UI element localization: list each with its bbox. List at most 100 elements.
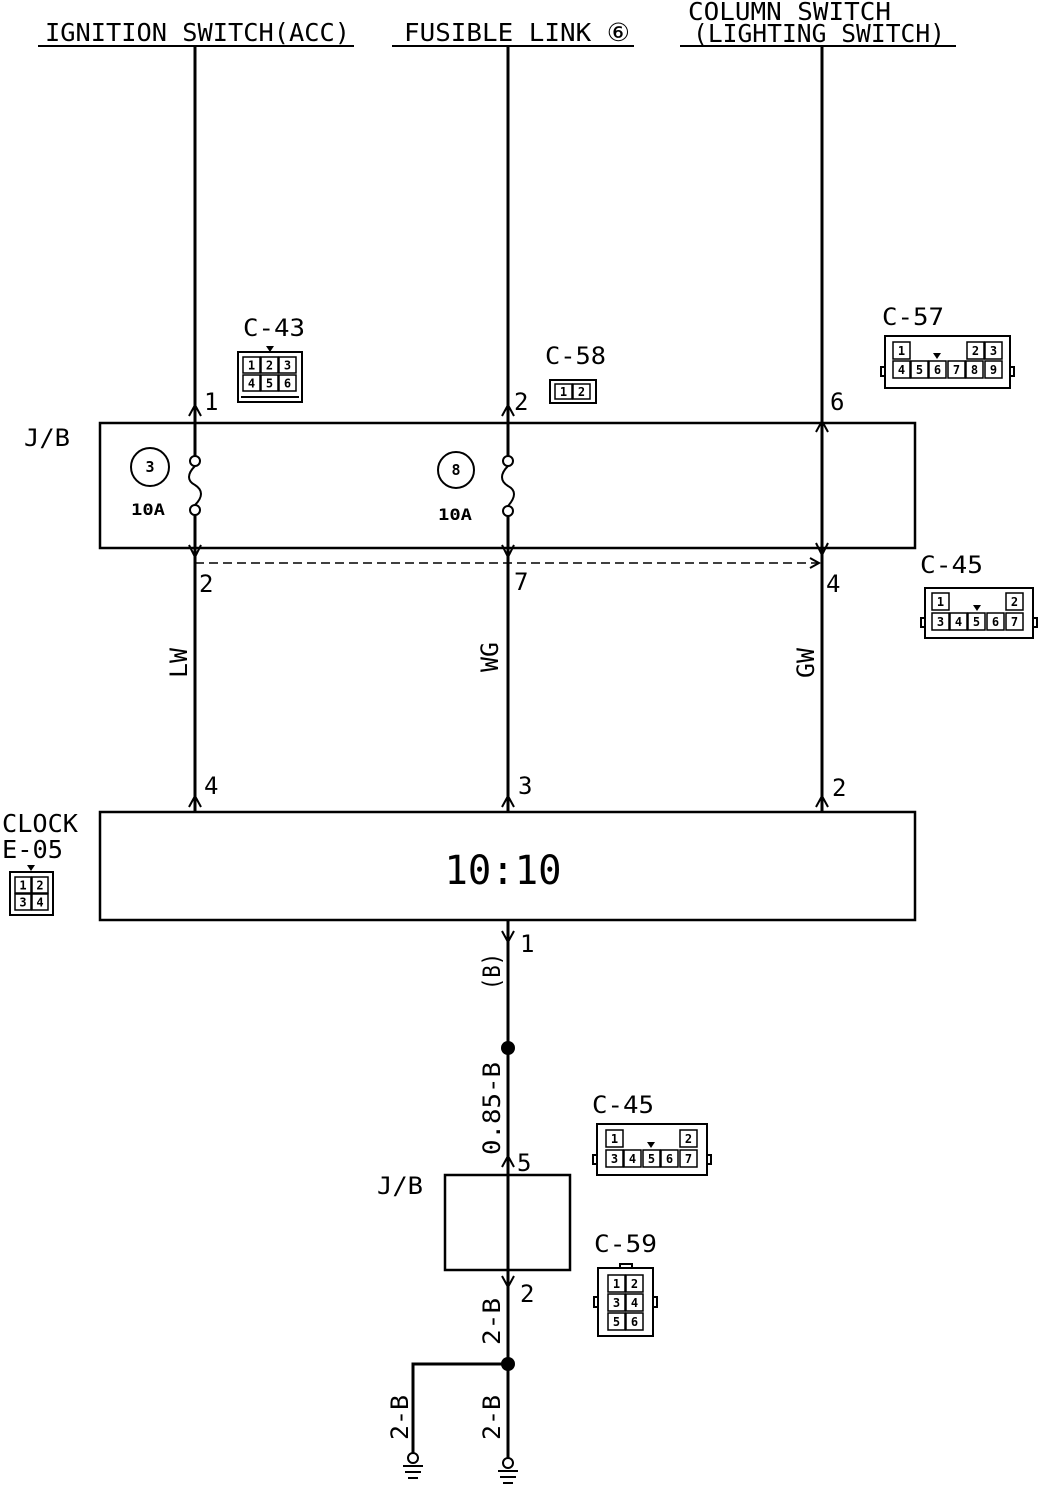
jb-output-pin-column: 4 [826, 570, 840, 598]
connector-c45-upper-lock-mark [973, 605, 981, 611]
connector-c45-upper-pin-number: 4 [955, 615, 962, 629]
connector-c45-upper-pin-cell [931, 612, 950, 631]
connector-c59-pin-number: 5 [613, 1315, 620, 1329]
ground-wire-clock-label: (B) [478, 953, 506, 990]
ground-wire-main-label: 0.85-B [478, 1062, 506, 1155]
clock-connector-code: E-05 [2, 835, 63, 864]
clock-unit: 4 3 2 CLOCK E-05 10:10 1 [2, 772, 917, 958]
connector-c45-upper-pin-number: 6 [992, 615, 999, 629]
connector-c45-lower-pin-cell [660, 1149, 679, 1168]
connector-c45-lower-pin-number: 1 [611, 1132, 618, 1146]
jb-output-pin-fusible: 7 [514, 568, 528, 596]
fuse-a-number: 3 [145, 458, 154, 476]
connector-c45-upper-pin-cell [1005, 592, 1024, 611]
fuse-b-rating: 10A [438, 505, 472, 524]
jb-output-pin-ignition: 2 [199, 570, 213, 598]
connector-c45-upper-label: C-45 [920, 551, 983, 579]
clock-connector-ignition [188, 793, 202, 808]
connector-c45-upper-pin-cell [931, 592, 950, 611]
lower-jb-pin-in: 5 [517, 1149, 531, 1177]
connector-c45-upper-pin-cell [986, 612, 1005, 631]
source-labels: IGNITION SWITCH(ACC) FUSIBLE LINK ⑥ COLU… [38, 0, 956, 48]
connector-e05-pin-cell [31, 893, 49, 911]
ground-branch-left-label: 2-B [386, 1395, 414, 1440]
connector-c57-pin-cell [892, 341, 911, 360]
connector-c59-pin-number: 6 [631, 1315, 638, 1329]
lighting-switch-label: (LIGHTING SWITCH) [693, 19, 945, 48]
connector-c59-pin-cell [625, 1312, 644, 1331]
connector-c57-pin-number: 5 [916, 363, 923, 377]
connector-c45-lower-label: C-45 [592, 1091, 654, 1119]
connector-c57-pin-number: 8 [971, 363, 978, 377]
connector-c59-pin-cell [607, 1293, 626, 1312]
connector-c57-label: C-57 [882, 303, 944, 331]
lower-jb-connector-in [501, 1153, 515, 1168]
connector-c59-pin-cell [607, 1274, 626, 1293]
lower-jb-label: J/B [377, 1172, 423, 1200]
connector-c57-pin-number: 2 [972, 344, 979, 358]
connector-e05-lock-mark [27, 865, 35, 871]
supply-wires [193, 46, 824, 812]
connector-c45-upper-pin-cell [949, 612, 968, 631]
clock-display: 10:10 [445, 848, 562, 894]
jb-input-connector-fusible [501, 402, 515, 417]
jb-input-connector-ignition [188, 402, 202, 417]
connector-c45-lower-pin-cell [679, 1149, 698, 1168]
clock-connector-fusible [501, 793, 515, 808]
connector-c45-lower-pin-number: 7 [685, 1152, 692, 1166]
ground-branch-right-label: 2-B [478, 1395, 506, 1440]
wire-color-fusible: WG [476, 642, 504, 672]
connector-c45-upper-pin-number: 5 [973, 615, 980, 629]
connector-c57-pin-number: 7 [953, 363, 960, 377]
junction-block: J/B 1 2 6 3 10A 8 10A [24, 388, 917, 598]
connector-c45-upper-pin-number: 3 [937, 615, 944, 629]
connector-c57-pin-cell [892, 360, 911, 379]
connector-c45-lower-pin-cell [605, 1149, 624, 1168]
connector-c45-lower-pin-cell [642, 1149, 661, 1168]
wire-color-ignition: LW [165, 647, 193, 678]
connector-c59-pin-number: 2 [631, 1277, 638, 1291]
connector-c58-pin-cell [554, 383, 573, 400]
ignition-switch-label: IGNITION SWITCH(ACC) [45, 18, 350, 47]
connector-c43-label: C-43 [243, 314, 305, 342]
connector-c45-upper-pin-number: 1 [937, 595, 944, 609]
connector-c43-pin-number: 5 [266, 377, 273, 391]
connector-c45-lower-pin-cell [679, 1129, 698, 1148]
junction-block-box [98, 421, 917, 550]
jb-input-pin-column: 6 [830, 388, 844, 416]
connector-c43-pin-number: 6 [284, 377, 291, 391]
splice-node-upper [501, 1041, 515, 1055]
column-switch-label: COLUMN SWITCH [688, 0, 891, 26]
connector-c59-pin-number: 1 [613, 1277, 620, 1291]
connector-e05-pin-cell [14, 876, 32, 894]
connector-c57-lock-mark [933, 353, 941, 359]
jb-input-pin-fusible: 2 [514, 388, 528, 416]
connector-c57-pin-number: 9 [990, 363, 997, 377]
connector-e05-pin-number: 4 [36, 896, 43, 910]
fuse-b-symbol [501, 455, 515, 517]
connector-c45-lower-pin-number: 4 [629, 1152, 636, 1166]
clock-connector-column [815, 793, 829, 808]
connector-c59-pin-number: 3 [613, 1296, 620, 1310]
connector-c45-lower-lock-mark [647, 1142, 655, 1148]
connector-c45-upper-pin-number: 2 [1011, 595, 1018, 609]
connector-c45-lower-pin-number: 5 [648, 1152, 655, 1166]
clock-pin-ground: 1 [520, 930, 534, 958]
connector-c57-pin-cell [910, 360, 929, 379]
connector-c57-pin-number: 1 [898, 344, 905, 358]
connector-c57-pin-cell [947, 360, 966, 379]
ground-circuit: (B) 0.85-B 5 J/B 2 2-B 2-B 2-B [377, 920, 572, 1484]
connector-c43-pin-number: 4 [248, 377, 255, 391]
ground-symbol-right-icon [498, 1457, 518, 1484]
connector-c43-lock-mark [266, 346, 274, 352]
connector-c59-label: C-59 [594, 1230, 657, 1258]
fuse-a-symbol [188, 455, 202, 516]
clock-pin-fusible: 3 [518, 772, 532, 800]
